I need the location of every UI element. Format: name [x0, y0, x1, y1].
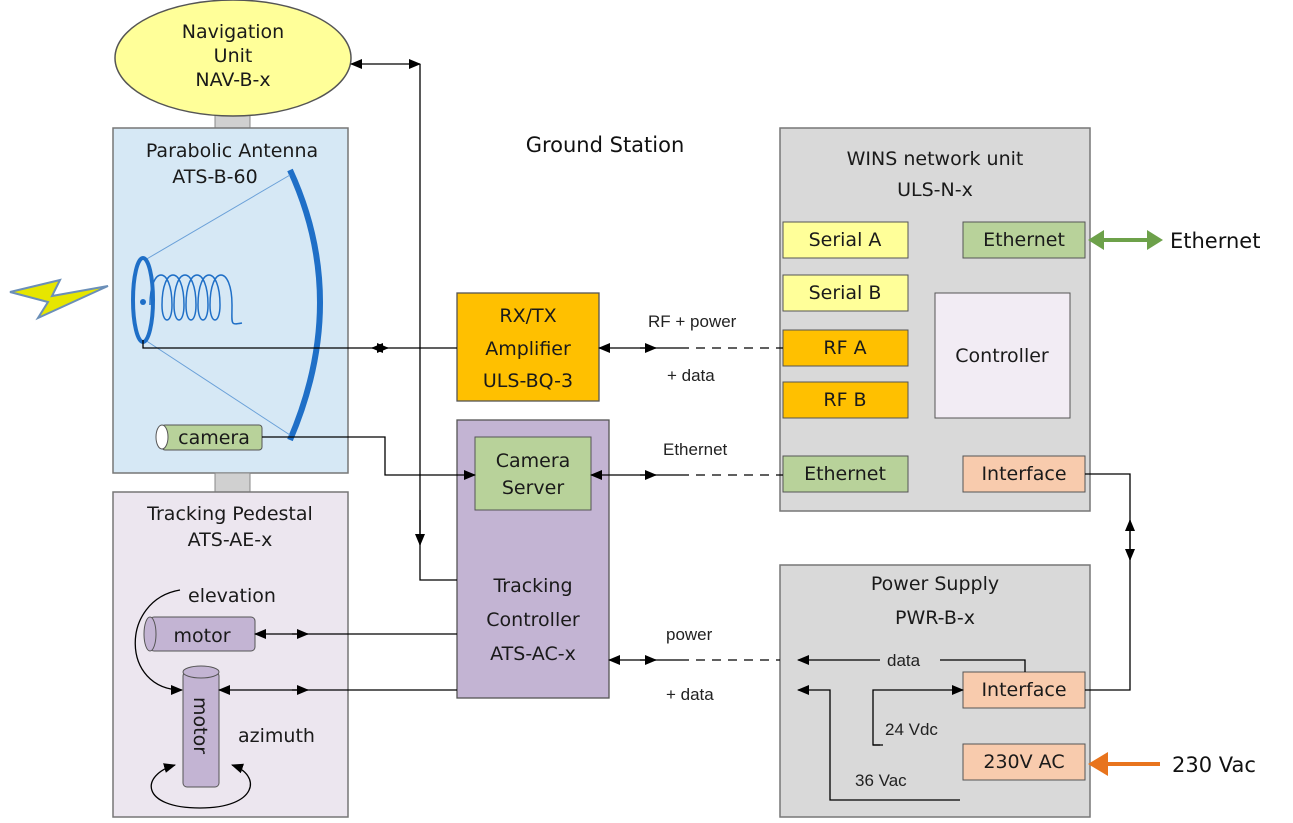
ethernet-bottom-port — [782, 455, 909, 493]
tracking-line3: ATS-AC-x — [490, 643, 576, 665]
motor-az-label: motor — [189, 697, 211, 754]
camera-lens-icon — [155, 424, 169, 450]
tracking-line1: Tracking — [492, 575, 572, 597]
nav-unit-line3: NAV-B-x — [195, 69, 270, 91]
rf-b-label: RF B — [823, 389, 866, 411]
dish-ray-top — [144, 174, 291, 261]
dish-ray-bottom — [144, 339, 291, 436]
elevation-rotation-arrow — [134, 589, 183, 695]
antenna-line2: ATS-B-60 — [172, 166, 257, 188]
camera-server-line1: Camera — [496, 450, 571, 472]
ps-24v-label: 24 Vdc — [885, 720, 938, 739]
amplifier-line1: RX/TX — [499, 305, 556, 327]
serial-a-label: Serial A — [809, 229, 882, 251]
power-line2: PWR-B-x — [895, 607, 975, 629]
ac-port — [962, 743, 1086, 781]
wins-interface-label: Interface — [981, 463, 1066, 485]
ethernet-bottom-label: Ethernet — [804, 463, 886, 485]
wins-line2: ULS-N-x — [897, 179, 973, 201]
serial-b-label: Serial B — [809, 282, 882, 304]
wins-line1: WINS network unit — [847, 148, 1024, 170]
ethernet-top-label: Ethernet — [983, 229, 1065, 251]
azimuth-rotation-arrow — [150, 763, 251, 809]
camera-to-server — [262, 436, 476, 480]
elevation-label: elevation — [188, 585, 276, 607]
nav-to-controller — [419, 64, 457, 581]
external-ethernet-label: Ethernet — [1170, 229, 1260, 253]
camera-server-box — [474, 436, 592, 511]
rf-b-port — [782, 381, 909, 419]
nav-unit-line2: Unit — [214, 45, 253, 67]
wins-interface-port — [962, 455, 1086, 493]
serial-a-port — [782, 221, 909, 259]
amplifier-line3: ULS-BQ-3 — [483, 370, 573, 392]
rf-a-label: RF A — [823, 337, 866, 359]
ps-data-label: data — [887, 651, 921, 670]
controller-label: Controller — [955, 345, 1049, 367]
pedestal-line1: Tracking Pedestal — [146, 503, 313, 525]
power-data-label: + data — [666, 685, 714, 704]
tracking-line2: Controller — [486, 609, 580, 631]
ps-data-line-right — [940, 659, 1026, 672]
serial-b-port — [782, 274, 909, 312]
power-line1: Power Supply — [871, 573, 999, 595]
lightning-icon — [9, 278, 109, 321]
ac-label: 230V AC — [983, 751, 1064, 773]
pedestal-line2: ATS-AE-x — [188, 529, 273, 551]
ethernet-conn-label: Ethernet — [663, 440, 728, 459]
rf-data-label: + data — [667, 366, 715, 385]
power-interface-label: Interface — [981, 679, 1066, 701]
helix-coil — [149, 274, 243, 325]
amplifier-line2: Amplifier — [485, 338, 571, 360]
ps-36v-line — [797, 685, 960, 801]
antenna-line1: Parabolic Antenna — [146, 140, 318, 162]
amplifier-box — [456, 292, 600, 402]
camera-label: camera — [178, 427, 250, 449]
azimuth-label: azimuth — [238, 725, 315, 747]
controller-box — [934, 292, 1071, 419]
motor-elev-label: motor — [173, 625, 230, 647]
navigation-unit — [114, 0, 352, 117]
nav-unit-line1: Navigation — [182, 21, 284, 43]
page-title: Ground Station — [526, 133, 685, 157]
dish-reflector — [287, 168, 323, 442]
pedestal-panel — [112, 491, 349, 818]
rf-a-port — [782, 329, 909, 367]
ethernet-top-port — [962, 221, 1086, 259]
external-ac-label: 230 Vac — [1172, 753, 1256, 777]
pedestal-mount — [214, 472, 251, 494]
rf-power-label: RF + power — [648, 312, 737, 331]
interface-link — [1085, 473, 1131, 691]
ps-36v-label: 36 Vac — [855, 771, 907, 790]
power-conn-label: power — [666, 625, 713, 644]
camera-server-line2: Server — [502, 477, 564, 499]
feed-to-amplifier — [142, 340, 457, 349]
